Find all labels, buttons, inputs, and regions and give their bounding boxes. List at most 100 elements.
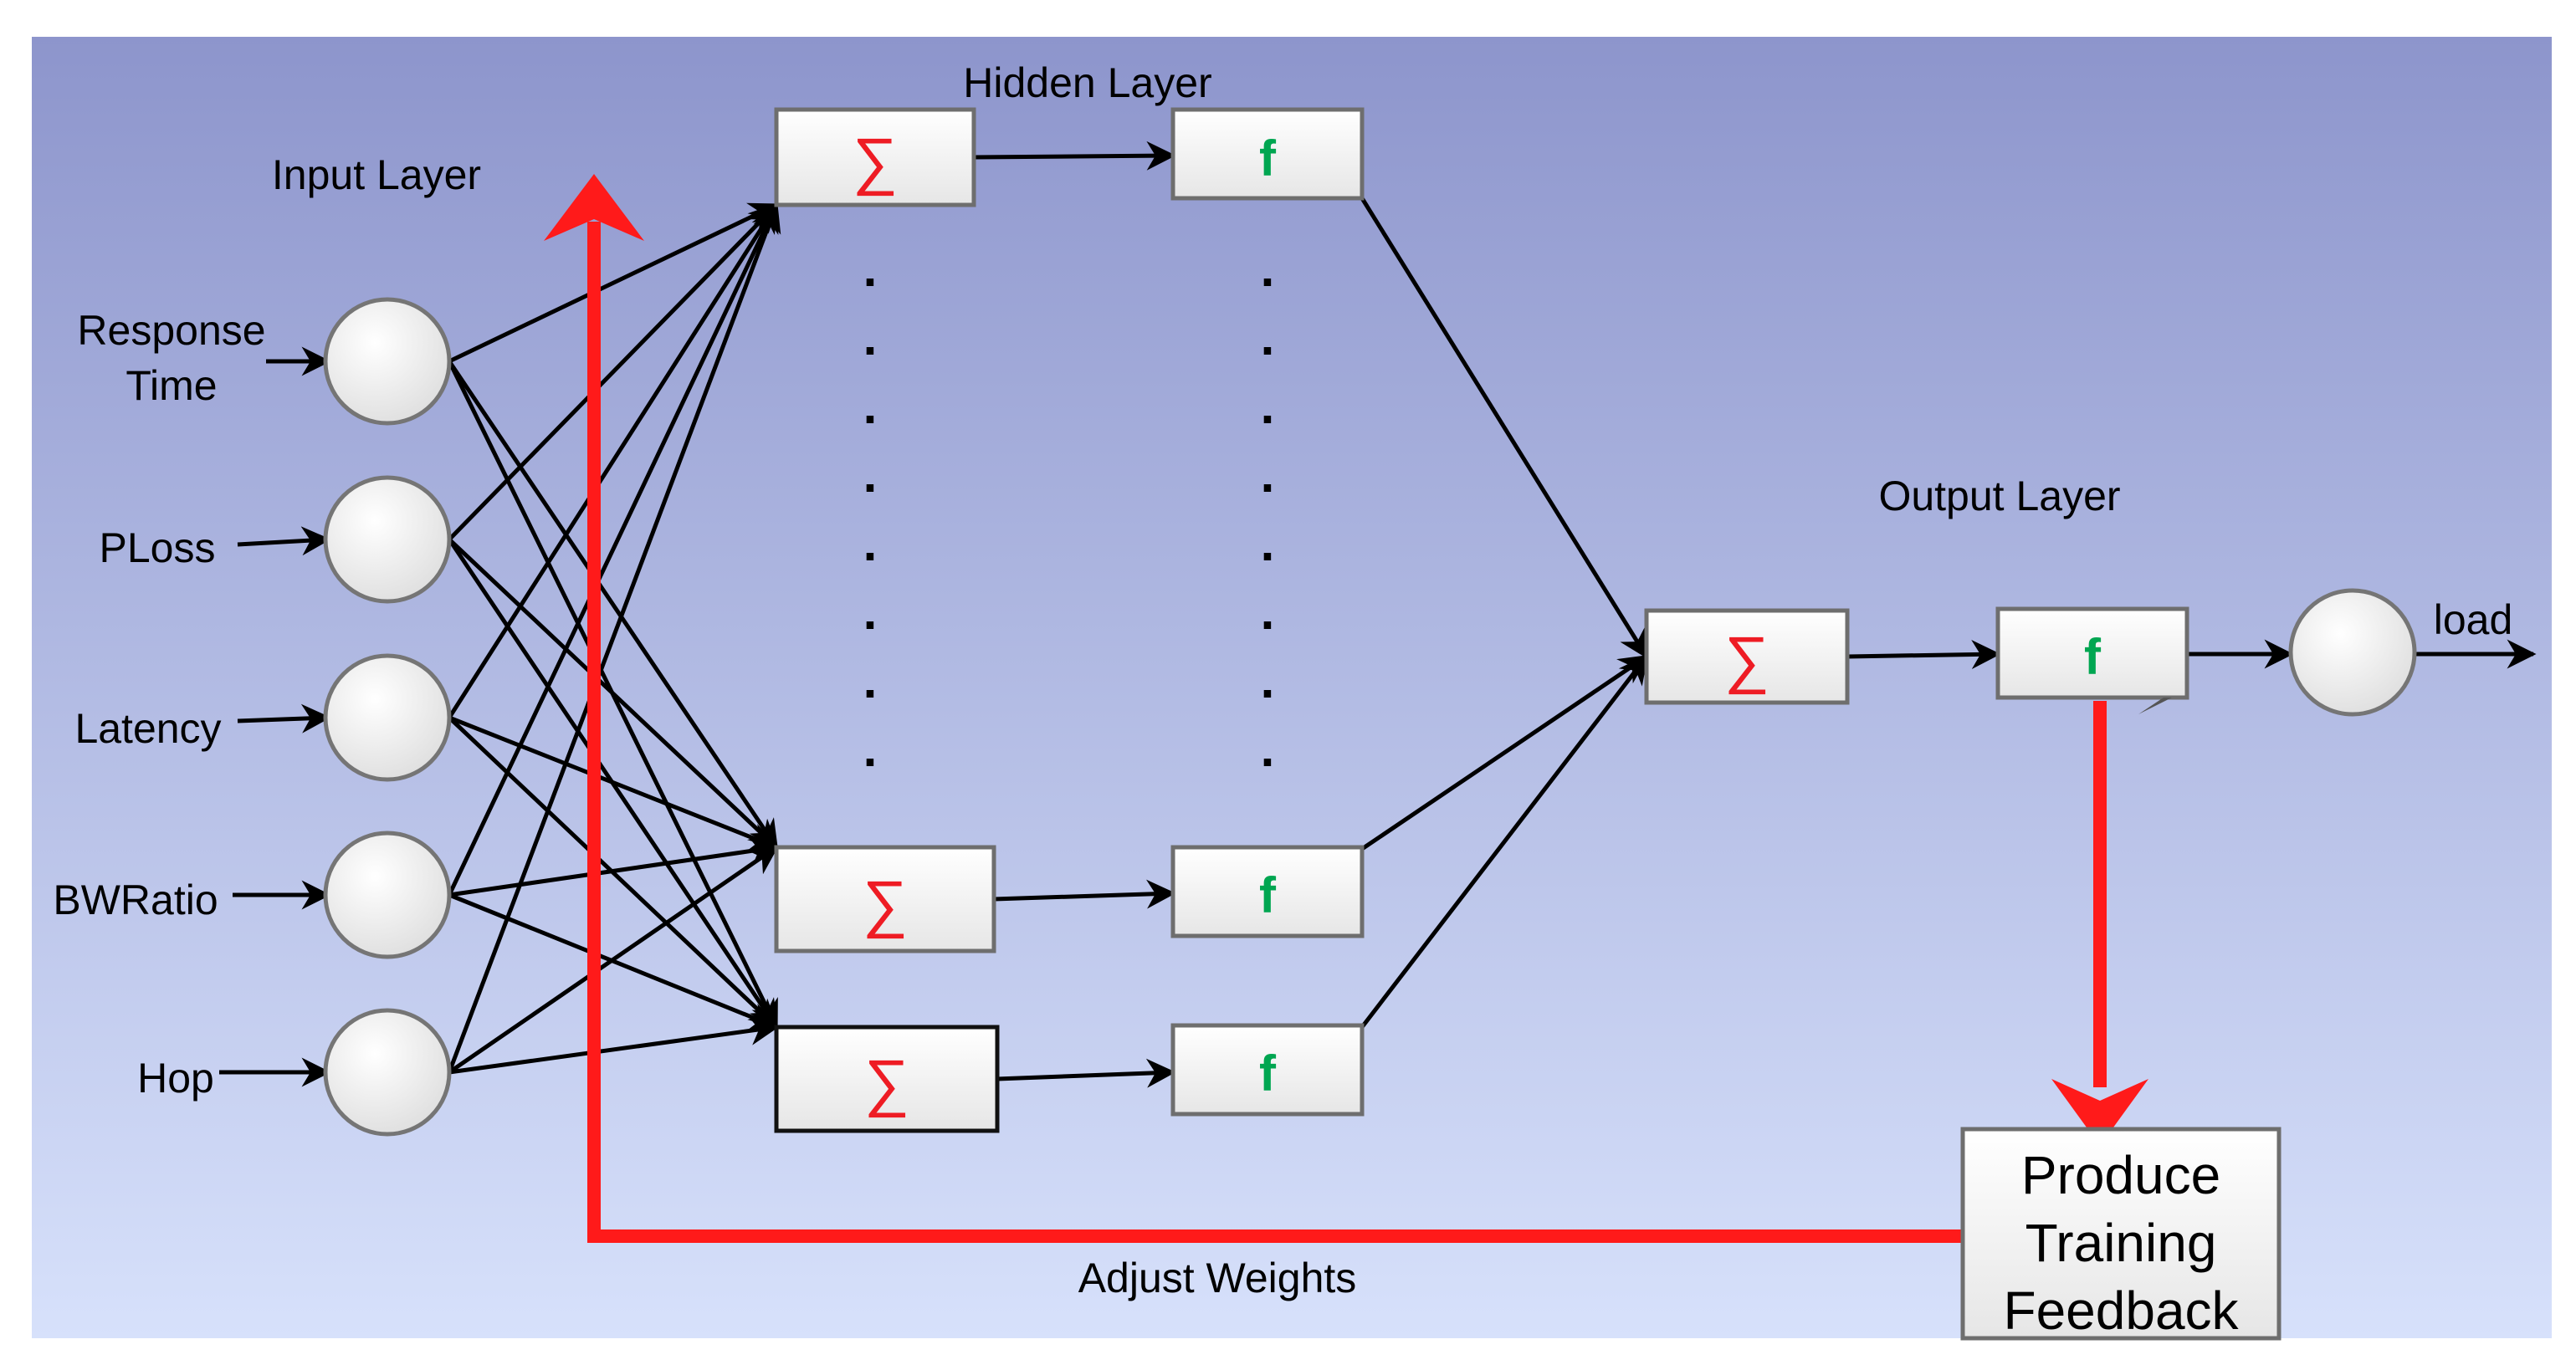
ellipsis-dot: .	[1261, 447, 1275, 503]
adjust-weights-label: Adjust Weights	[1078, 1255, 1357, 1301]
hidden-sum-to-f-middle	[993, 879, 1176, 909]
hidden-ellipsis-f-column: ........	[1261, 241, 1275, 777]
feedback-box-line1: Produce	[2021, 1145, 2220, 1205]
output-f-box	[1995, 606, 2189, 700]
output-layer-title: Output Layer	[1878, 473, 2120, 519]
weight-connection-3-0	[447, 202, 779, 897]
hidden-f-bottom-to-output	[1360, 654, 1649, 1029]
ellipsis-dot: .	[1261, 241, 1275, 297]
output-f-node: f	[1995, 606, 2189, 714]
connections-layer	[219, 141, 2537, 1088]
ellipsis-dot: .	[1261, 378, 1275, 434]
hidden-ellipsis: ........ ........	[863, 241, 1275, 777]
hidden-f-node-bottom: f	[1170, 1023, 1365, 1117]
ellipsis-dot: .	[1261, 652, 1275, 708]
input-node-latency: Latency	[74, 653, 452, 782]
hidden-f-middle-to-output	[1360, 654, 1649, 851]
input-arrow-ploss	[237, 526, 331, 556]
hidden-f-box-middle	[1170, 845, 1365, 938]
input-neuron-response-time	[323, 297, 452, 426]
weight-connection-0-1	[447, 360, 779, 850]
activation-symbol: f	[2084, 629, 2102, 685]
feedback-box-line2: Training	[2025, 1213, 2217, 1273]
input-node-bwratio: BWRatio	[53, 831, 452, 959]
hidden-sum-node-middle: ∑	[774, 845, 996, 953]
activation-symbol: f	[1259, 130, 1277, 187]
feedback-path	[544, 174, 2148, 1243]
ellipsis-dot: .	[1261, 584, 1275, 640]
ellipsis-dot: .	[1261, 721, 1275, 777]
hidden-sum-to-f-top	[973, 141, 1176, 171]
hidden-f-node-middle: f	[1170, 845, 1365, 938]
sum-symbol: ∑	[1724, 624, 1769, 695]
hidden-sum-box-top	[774, 107, 976, 207]
sum-symbol: ∑	[863, 868, 908, 939]
ellipsis-dot: .	[1261, 515, 1275, 571]
sum-symbol: ∑	[853, 125, 898, 197]
hidden-f-top-to-output	[1360, 197, 1649, 659]
output-sum-to-f	[1846, 640, 2001, 670]
weight-connection-1-1	[448, 538, 779, 850]
hidden-sum-box-middle	[774, 845, 996, 953]
weight-connection-2-0	[447, 202, 779, 719]
adjust-weights-arrowhead	[544, 174, 644, 241]
output-layer: Output Layer ∑ f load	[1644, 473, 2513, 717]
hidden-f-box-bottom	[1170, 1023, 1365, 1117]
activation-symbol: f	[1259, 867, 1277, 923]
hidden-sum-node-top: ∑	[774, 107, 976, 207]
ellipsis-dot: .	[863, 241, 878, 297]
hidden-sum-node-bottom: ∑	[774, 1025, 1000, 1133]
input-label-bwratio: BWRatio	[53, 877, 218, 923]
ellipsis-dot: .	[863, 721, 878, 777]
ellipsis-dot: .	[863, 378, 878, 434]
output-sum-node: ∑	[1644, 608, 1850, 705]
weight-connection-4-2	[448, 1015, 780, 1075]
hidden-layer-title: Hidden Layer	[963, 59, 1211, 106]
hidden-sum-to-f-bottom	[996, 1058, 1176, 1088]
weight-connection-3-1	[448, 836, 780, 897]
ellipsis-dot: .	[863, 584, 878, 640]
input-node-response-time: Response Time	[77, 297, 452, 426]
produce-training-feedback-box	[1960, 1127, 2282, 1341]
feedback-box-line3: Feedback	[2003, 1281, 2239, 1341]
weight-connection-0-0	[448, 202, 780, 364]
feedback-down-arrowhead	[2051, 1079, 2148, 1146]
output-sum-box	[1644, 608, 1850, 705]
output-f-box-corner-marker	[2138, 698, 2172, 714]
input-label-ploss: PLoss	[100, 524, 216, 571]
weight-connection-4-0	[447, 202, 781, 1073]
input-node-hop: Hop	[137, 1008, 452, 1137]
ellipsis-dot: .	[863, 447, 878, 503]
input-label-latency: Latency	[74, 705, 221, 752]
ellipsis-dot: .	[863, 309, 878, 366]
input-label-response-time-line1: Response	[77, 307, 265, 354]
hidden-ellipsis-sum-column: ........	[863, 241, 878, 777]
output-neuron	[2288, 588, 2417, 717]
input-label-response-time-line2: Time	[125, 362, 217, 409]
sum-symbol: ∑	[864, 1047, 909, 1118]
hidden-f-box-top	[1170, 107, 1365, 201]
hidden-layer: Hidden Layer ∑ f ∑ f ∑ f	[774, 59, 1365, 1133]
input-neuron-ploss	[323, 475, 452, 604]
activation-symbol: f	[1259, 1045, 1277, 1102]
hidden-f-node-top: f	[1170, 107, 1365, 201]
input-label-hop: Hop	[137, 1055, 214, 1102]
input-arrow-latency	[237, 703, 331, 734]
input-neuron-hop	[323, 1008, 452, 1137]
input-neuron-latency	[323, 653, 452, 782]
input-layer: Input Layer Response Time PLoss Latency …	[53, 151, 481, 1137]
ellipsis-dot: .	[863, 515, 878, 571]
input-node-ploss: PLoss	[100, 475, 452, 604]
adjust-weights-line	[587, 222, 1963, 1243]
hidden-sum-box-bottom	[774, 1025, 1000, 1133]
weight-connection-1-0	[448, 202, 779, 541]
input-layer-title: Input Layer	[272, 151, 481, 198]
output-label-load: load	[2434, 596, 2513, 643]
ellipsis-dot: .	[863, 652, 878, 708]
ellipsis-dot: .	[1261, 309, 1275, 366]
weight-connection-4-1	[448, 845, 779, 1075]
input-neuron-bwratio	[323, 831, 452, 959]
weight-connection-2-1	[448, 715, 780, 851]
feedback-box: Produce Training Feedback	[1960, 1127, 2282, 1341]
